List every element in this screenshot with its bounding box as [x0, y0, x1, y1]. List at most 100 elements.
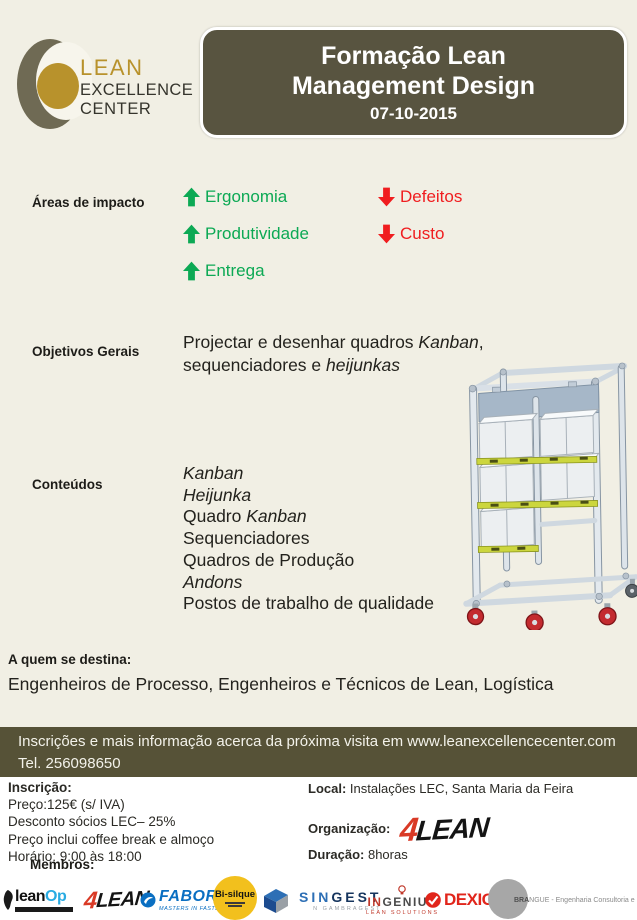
registration-label: Inscrição: [8, 780, 72, 795]
audience-text: Engenheiros de Processo, Engenheiros e T… [8, 674, 554, 694]
brangue-logo: BRANGUE - Engenharia Consultoria e Forma… [488, 879, 637, 919]
band-phone: Tel. 256098650 [18, 755, 121, 772]
up-arrow-icon [183, 224, 200, 243]
impact-down-item: Custo [378, 222, 462, 245]
title-date: 07-10-2015 [370, 104, 457, 123]
contents-item-text: Heijunka [183, 484, 252, 505]
ingenius-bulb-icon [398, 884, 407, 894]
contents-list: Kanban Heijunka Quadro Kanban Sequenciad… [183, 463, 434, 615]
registration-line: Horário: 9:00 às 18:00 [8, 848, 142, 864]
impact-up-item: Ergonomia [183, 185, 309, 208]
contents-item-text: Quadro [183, 506, 247, 527]
contents-item: Quadro Kanban [183, 506, 434, 528]
bisilque-name: Bi-silque [214, 889, 256, 900]
brangue-text: BRANGUE - Engenharia Consultoria e Forma… [514, 897, 637, 904]
objectives-seg-italic: heijunkas [326, 355, 400, 375]
brangue-text-rest: NGUE - Engenharia Consultoria e Formação… [529, 896, 637, 904]
local-row: Local: Instalações LEC, Santa Maria da F… [308, 781, 573, 796]
contents-item-text: Sequenciadores [183, 528, 310, 549]
bisilque-logo: Bi-silque [213, 876, 257, 920]
objectives-text: Projectar e desenhar quadros Kanban, seq… [183, 331, 493, 377]
local-value: Instalações LEC, Santa Maria da Feira [346, 781, 574, 796]
impact-up-label: Entrega [205, 260, 265, 280]
fabory-tagline: MASTERS IN FASTENERS [159, 906, 237, 912]
objectives-seg: , [478, 332, 484, 352]
organization-label: Organização: [308, 820, 391, 836]
impact-down-item: Defeitos [378, 185, 462, 208]
impact-up-list: Ergonomia Produtividade Entrega [183, 185, 309, 296]
contents-section-label: Conteúdos [32, 477, 103, 492]
objectives-seg: Projectar e desenhar quadros [183, 332, 419, 352]
impact-up-label: Produtividade [205, 223, 309, 243]
leanop-icon [3, 890, 13, 910]
registration-line: Preço inclui coffee break e almoço [8, 831, 215, 847]
registration-block: Inscrição: Preço:125€ (s/ IVA) Desconto … [8, 779, 214, 865]
contents-item-text: Kanban [246, 506, 307, 527]
singest-name: GEST [331, 888, 382, 905]
registration-line: Preço:125€ (s/ IVA) [8, 797, 125, 813]
logo-word-center: CENTER [80, 100, 152, 119]
impact-down-label: Defeitos [400, 186, 463, 206]
contents-item: Postos de trabalho de qualidade [183, 593, 434, 615]
duration-label: Duração: [308, 847, 365, 862]
impact-up-item: Entrega [183, 259, 309, 282]
up-arrow-icon [183, 261, 200, 280]
band-line1: Inscrições e mais informação acerca da p… [18, 733, 616, 750]
fabory-logo: FABORY MASTERS IN FASTENERS [140, 882, 237, 918]
leanop-tagline-bar [15, 907, 73, 912]
bisilque-subline [225, 902, 245, 904]
singest-name: SIN [299, 888, 332, 905]
kanban-rack-image [440, 356, 637, 635]
logo-word-excellence: EXCELLENCE [80, 81, 194, 100]
singest-logo: SINGEST N GAMBRAGEST [262, 882, 381, 918]
4lean-logo-lean: LEAN [415, 811, 491, 847]
audience-label: A quem se destina: [8, 652, 132, 667]
4lean-logo: 4LEAN [399, 807, 491, 850]
duration-row: Duração: 8horas [308, 847, 408, 862]
info-band: Inscrições e mais informação acerca da p… [0, 727, 637, 777]
fabory-icon [140, 892, 156, 908]
contents-item: Quadros de Produção [183, 550, 434, 572]
impact-up-item: Produtividade [183, 222, 309, 245]
ingenius-name: GENIUS [382, 894, 438, 909]
registration-line: Desconto sócios LEC– 25% [8, 814, 176, 830]
objectives-section-label: Objetivos Gerais [32, 344, 140, 359]
lec-logo-text: LEAN EXCELLENCE CENTER [80, 56, 193, 119]
lec-logo-mark-icon [16, 38, 96, 137]
impact-down-list: Defeitos Custo [378, 185, 462, 259]
contents-item-text: Quadros de Produção [183, 549, 355, 570]
members-label: Membros: [30, 857, 95, 872]
contents-item-text: Postos de trabalho de qualidade [183, 593, 435, 614]
down-arrow-icon [378, 187, 395, 206]
logo-word-lean: LEAN [80, 55, 144, 80]
singest-cube-icon [264, 889, 288, 913]
contents-item: Heijunka [183, 485, 434, 507]
contents-item-text: Andons [183, 571, 243, 592]
down-arrow-icon [378, 224, 395, 243]
fabory-name: FABORY [159, 888, 229, 905]
objectives-seg: sequenciadores e [183, 355, 327, 375]
leanop-text-lean: lean [15, 888, 46, 905]
ingenius-name: IN [367, 894, 383, 909]
title-box: Formação Lean Management Design 07-10-20… [200, 27, 627, 138]
ingenius-logo: INGENIUS LEAN SOLUTIONS [366, 882, 439, 918]
duration-value: 8horas [364, 847, 408, 862]
singest-tagline: N GAMBRAGEST [313, 905, 382, 912]
impact-up-label: Ergonomia [205, 186, 288, 206]
ingenius-tagline: LEAN SOLUTIONS [366, 909, 439, 916]
brangue-text-bold: BRA [514, 896, 530, 904]
impact-down-label: Custo [400, 223, 445, 243]
up-arrow-icon [183, 187, 200, 206]
leanop-text-op: Op [45, 888, 67, 905]
local-label: Local: [308, 781, 347, 796]
title-line2: Management Design [291, 72, 536, 100]
bisilque-subline [228, 905, 242, 907]
title-line1: Formação Lean [321, 42, 506, 70]
bisilque-circle: Bi-silque [213, 876, 257, 920]
contents-item: Kanban [183, 463, 434, 485]
contents-item-text: Kanban [183, 463, 244, 483]
organization-row: Organização: 4LEAN [308, 807, 491, 850]
